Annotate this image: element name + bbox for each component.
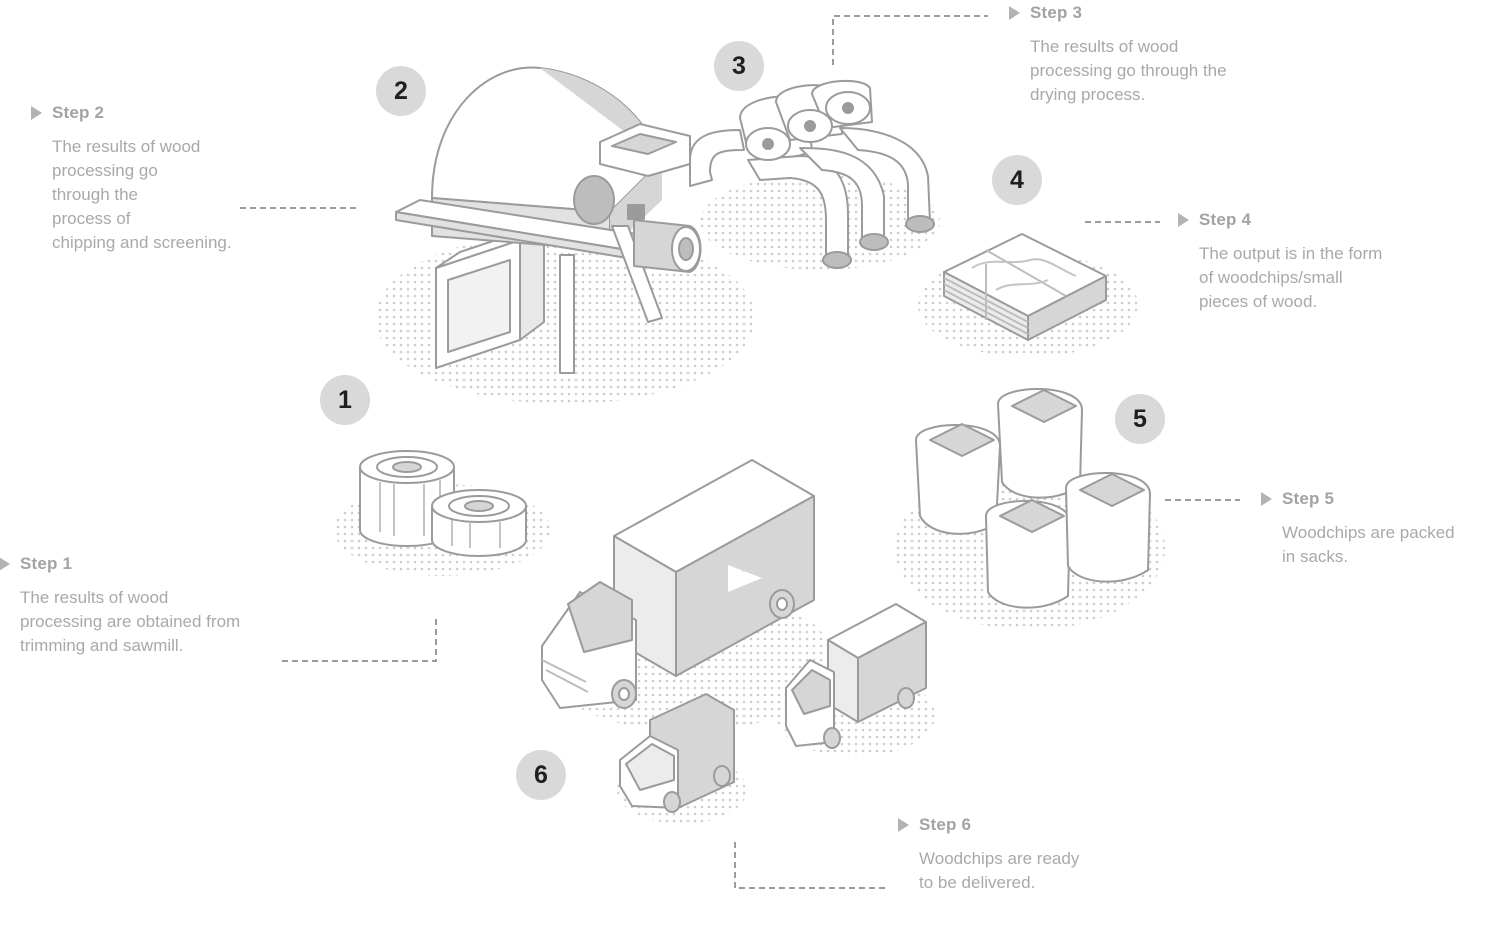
connector-step-6 (734, 842, 888, 889)
step-4-badge: 4 (992, 155, 1042, 205)
play-arrow-icon (1261, 492, 1272, 506)
step-6-title: Step 6 (919, 815, 972, 834)
play-arrow-icon (0, 557, 10, 571)
step-1-title: Step 1 (20, 554, 73, 573)
connector-step-3 (832, 15, 988, 65)
connector-lines (240, 15, 1240, 889)
step-3-badge: 3 (714, 41, 764, 91)
step-2-title: Step 2 (52, 103, 105, 122)
sawmill-logs (359, 450, 527, 557)
step-4-title: Step 4 (1199, 210, 1252, 229)
play-arrow-icon (31, 106, 42, 120)
play-arrow-icon (1178, 213, 1189, 227)
wood-chipper-machine (395, 66, 702, 374)
step-5-badge: 5 (1115, 394, 1165, 444)
play-arrow-icon (898, 818, 909, 832)
woodchip-stack (943, 233, 1107, 341)
connector-step-1 (282, 615, 437, 662)
delivery-trucks (541, 459, 927, 813)
woodchip-sacks (915, 388, 1151, 609)
play-arrow-icon (1009, 6, 1020, 20)
drying-pipes (689, 79, 935, 269)
step-1-badge: 1 (320, 375, 370, 425)
step-6-badge: 6 (516, 750, 566, 800)
step-3-title: Step 3 (1030, 3, 1083, 22)
step-2-badge: 2 (376, 66, 426, 116)
step-5-title: Step 5 (1282, 489, 1335, 508)
